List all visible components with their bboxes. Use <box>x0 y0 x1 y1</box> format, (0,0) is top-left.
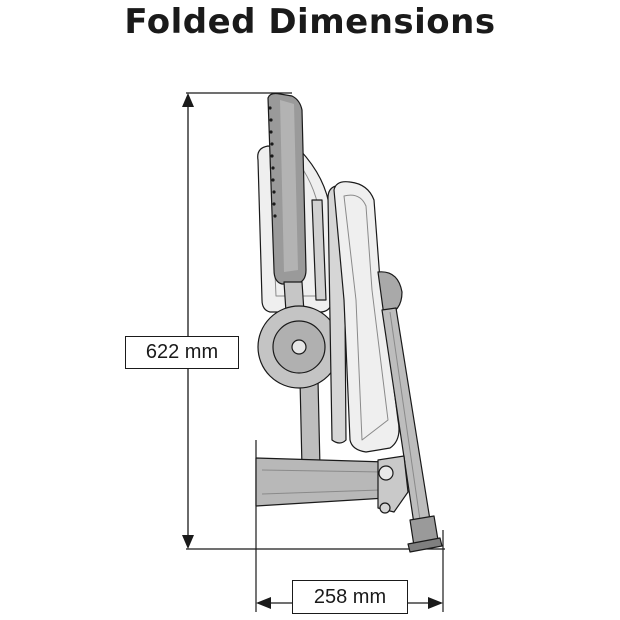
hinge-bolt <box>378 465 394 481</box>
height-dimension-label: 622 mm <box>125 336 239 369</box>
pad-stitching <box>268 106 277 218</box>
hub-bolt <box>291 339 307 355</box>
foot-pad <box>407 537 443 553</box>
height-dimension-line <box>182 93 194 549</box>
base-arm <box>255 457 399 507</box>
chair <box>255 92 443 553</box>
lower-bolt <box>379 502 391 514</box>
rear-leg <box>299 379 321 469</box>
upright-tube-front <box>311 199 327 301</box>
width-dimension-label: 258 mm <box>292 580 408 614</box>
diagram-title: Folded Dimensions <box>124 2 496 42</box>
